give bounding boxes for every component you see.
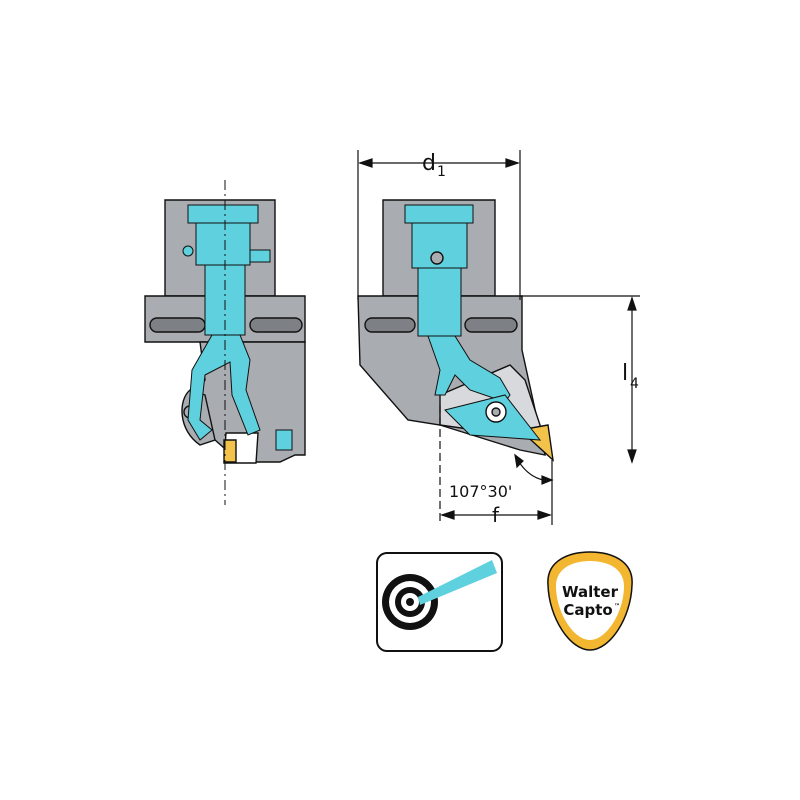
walter-capto-badge: Walter Capto ™	[547, 551, 633, 651]
internal-coolant-badge	[376, 552, 503, 652]
l4-label: l	[622, 361, 628, 386]
trademark-symbol: ™	[614, 603, 620, 610]
internal-coolant-icon	[382, 560, 497, 630]
walter-text: Walter	[562, 583, 619, 601]
front-view	[357, 199, 554, 462]
d1-label: d	[422, 151, 436, 176]
capto-text: Capto	[563, 601, 612, 619]
f-label: f	[492, 503, 500, 527]
l4-subscript: 4	[630, 376, 639, 392]
dimension-lines	[357, 150, 640, 525]
dimension-labels: d 1 l 4 107°30' f	[422, 151, 639, 527]
side-view	[144, 180, 306, 505]
angle-label: 107°30'	[449, 482, 512, 501]
d1-subscript: 1	[437, 164, 446, 180]
